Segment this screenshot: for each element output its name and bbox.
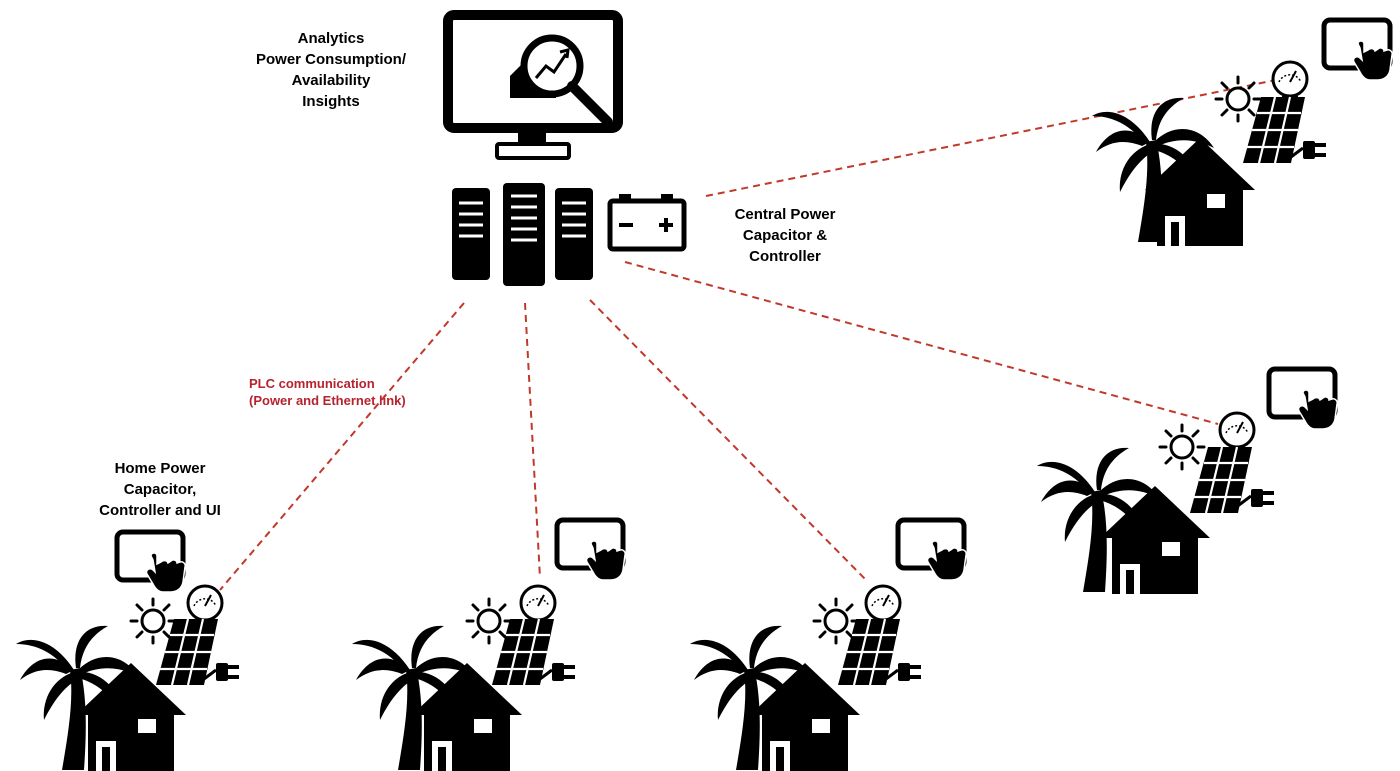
tablet-touch-icon — [1324, 20, 1392, 80]
home-label-line-3: Controller and UI — [99, 502, 221, 519]
server-rack-icon — [452, 183, 593, 286]
tablet-touch-icon — [898, 520, 966, 580]
home-controller-label: Home Power Capacitor, Controller and UI — [70, 458, 250, 521]
house-icon — [1145, 138, 1255, 246]
analytics-label-line-3: Availability — [291, 72, 371, 89]
home-label-line-1: Home Power — [114, 460, 206, 477]
sun-icon — [129, 597, 177, 645]
plc-label-line-1: PLC communication — [249, 376, 375, 391]
plc-communication-label: PLC communication (Power and Ethernet li… — [249, 375, 449, 409]
sun-icon — [465, 597, 513, 645]
plc-label-line-2: (Power and Ethernet link) — [249, 393, 406, 408]
central-label-line-1: Central Power — [734, 206, 836, 223]
link-home-2 — [524, 302, 541, 579]
tablet-touch-icon — [1269, 369, 1337, 429]
analytics-label-line-1: Analytics — [297, 30, 365, 47]
analytics-label-line-2: Power Consumption/ — [256, 51, 406, 68]
home-4 — [1037, 369, 1337, 594]
link-home-3 — [589, 299, 869, 583]
home-5 — [1092, 20, 1392, 246]
analytics-label-line-4: Insights — [302, 93, 360, 110]
power-meter-icon — [1271, 60, 1309, 104]
tablet-touch-icon — [557, 520, 625, 580]
sun-icon — [1214, 75, 1262, 123]
central-label-line-2: Capacitor & — [742, 227, 828, 244]
tablet-touch-icon — [117, 532, 185, 592]
home-1 — [16, 532, 241, 771]
central-label-line-3: Controller — [749, 248, 821, 265]
sun-icon — [1158, 423, 1206, 471]
monitor-analytics-icon — [443, 10, 623, 160]
central-controller-label: Central Power Capacitor & Controller — [700, 204, 870, 267]
home-2 — [352, 520, 625, 771]
link-home-1 — [219, 302, 465, 591]
battery-icon — [607, 194, 687, 252]
home-label-line-2: Capacitor, — [123, 481, 197, 498]
analytics-label: Analytics Power Consumption/ Availabilit… — [236, 28, 426, 112]
home-3 — [690, 520, 966, 771]
plc-links — [219, 79, 1277, 591]
link-home-4 — [624, 261, 1219, 425]
